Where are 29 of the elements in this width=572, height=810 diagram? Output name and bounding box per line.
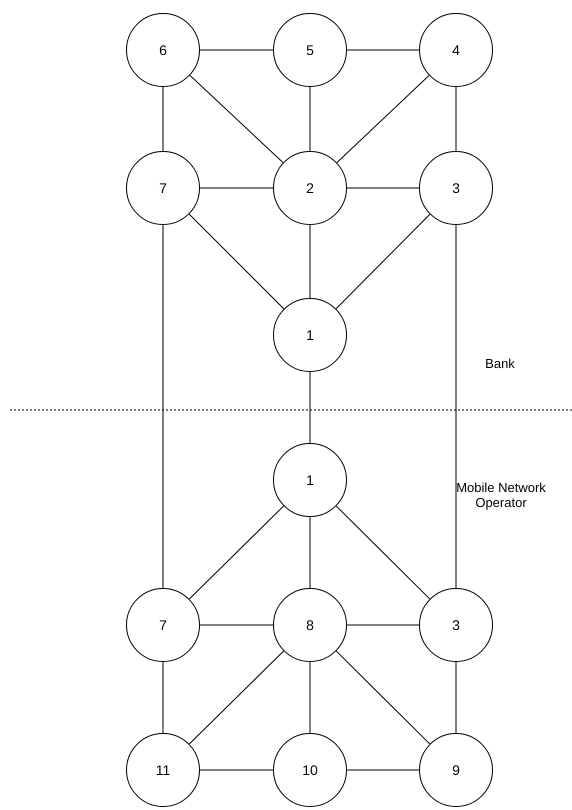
numbered-circle: 4 [419,13,493,87]
numbered-circle: 7 [126,151,200,225]
connector-line [336,74,430,164]
connector-line [162,86,164,152]
connector-line [162,662,164,734]
connector-line [336,650,430,744]
numbered-circle: 3 [419,588,493,662]
connector-line [189,74,284,164]
connector-line [200,624,274,626]
numbered-circle: 10 [273,733,347,807]
section-label: Mobile Network Operator [456,480,546,510]
numbered-circle: 8 [273,588,347,662]
numbered-circle: 9 [419,733,493,807]
connector-line [336,506,430,600]
connector-line [188,214,284,310]
numbered-circle: 1 [273,443,347,517]
connector-line [162,224,164,588]
connector-line [336,214,430,310]
numbered-circle: 7 [126,588,200,662]
numbered-circle: 11 [126,733,200,807]
numbered-circle: 1 [273,298,347,372]
numbered-circle: 5 [273,13,347,87]
connector-line [346,624,420,626]
numbered-circle: 6 [126,13,200,87]
connector-line [188,650,284,745]
section-label: Bank [484,356,516,371]
numbered-circle: 2 [273,151,347,225]
connector-line [188,505,284,600]
numbered-circle: 3 [419,151,493,225]
